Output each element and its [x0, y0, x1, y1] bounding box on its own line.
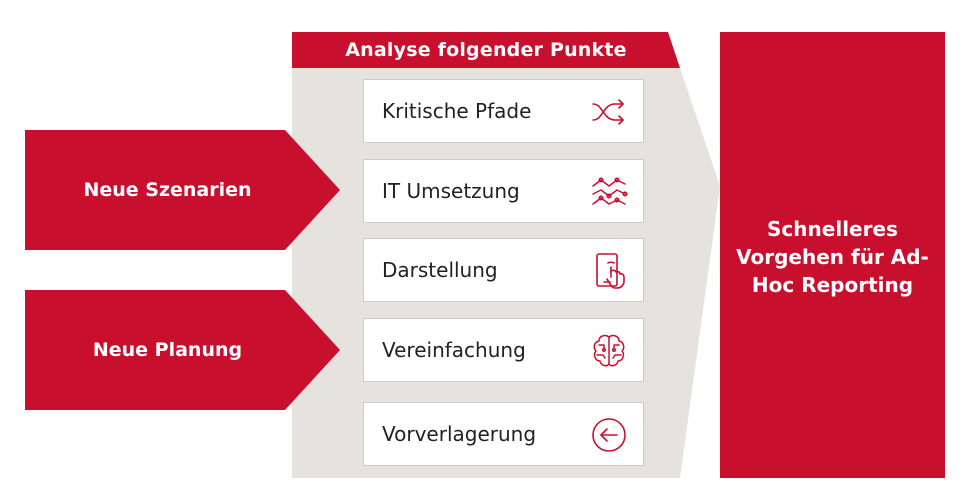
item-simplification: Vereinfachung: [363, 318, 644, 382]
brain-icon: [589, 331, 629, 371]
item-it-implementation: IT Umsetzung: [363, 159, 644, 223]
network-lines-icon: [589, 172, 629, 212]
item-label: Kritische Pfade: [382, 99, 532, 123]
item-label: Darstellung: [382, 258, 498, 282]
input-arrow-2: [25, 290, 340, 410]
item-label: Vereinfachung: [382, 338, 526, 362]
item-front-loading: Vorverlagerung: [363, 402, 644, 466]
item-label: Vorverlagerung: [382, 422, 537, 446]
input-arrow-1: [25, 130, 340, 250]
input-label-new-scenarios: Neue Szenarien: [83, 179, 252, 201]
result-box: [720, 32, 945, 478]
result-label: Schnelleres Vorgehen für Ad-Hoc Reportin…: [736, 217, 929, 297]
item-presentation: Darstellung: [363, 238, 644, 302]
arrow-left-circle-icon: [589, 415, 629, 455]
input-label-new-planning: Neue Planung: [92, 339, 243, 361]
tablet-touch-icon: [589, 251, 629, 291]
analysis-header-title: Analyse folgender Punkte: [345, 39, 627, 61]
item-critical-paths: Kritische Pfade: [363, 79, 644, 143]
shuffle-arrows-icon: [589, 92, 629, 132]
item-label: IT Umsetzung: [382, 179, 520, 203]
analysis-header-banner: [292, 32, 680, 68]
